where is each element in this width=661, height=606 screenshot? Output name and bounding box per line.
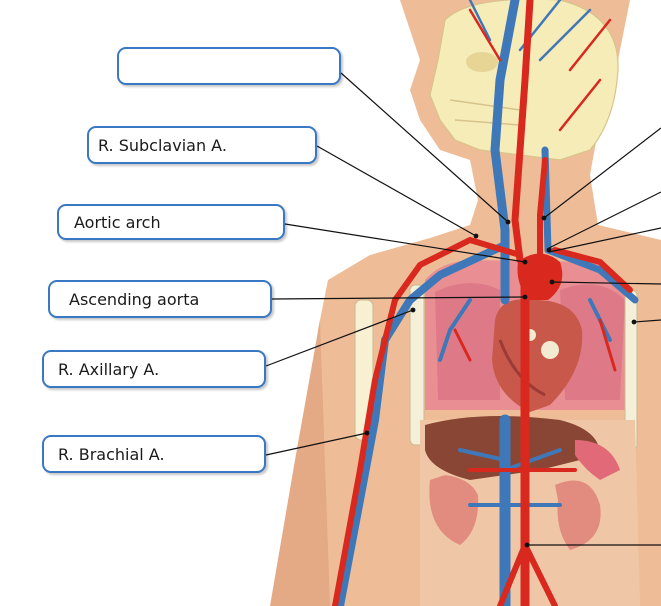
leader-line-right-2 xyxy=(548,191,661,249)
leader-line-ascending-aorta xyxy=(271,296,526,300)
leader-lines xyxy=(265,72,661,546)
arteries xyxy=(332,0,633,606)
aortic-arch-shape xyxy=(517,253,563,300)
leader-dots xyxy=(364,215,637,548)
leader-line-right-4 xyxy=(551,281,661,285)
heart-shape xyxy=(492,299,583,412)
leader-line-right-3 xyxy=(548,227,661,253)
abdomen xyxy=(420,416,640,606)
leader-line-right-5 xyxy=(633,319,661,323)
label-box-aortic-arch: Aortic arch xyxy=(57,204,285,240)
leader-line-r-axillary xyxy=(265,309,414,367)
label-box-r-subclavian: R. Subclavian A. xyxy=(87,126,317,164)
leader-line-r-subclavian xyxy=(316,145,477,237)
leader-line-aortic-arch xyxy=(284,223,526,263)
leader-line-r-brachial xyxy=(265,432,368,456)
leader-line-right-1 xyxy=(543,127,661,219)
label-box-ascending-aorta: Ascending aorta xyxy=(48,280,272,318)
label-box-r-axillary: R. Axillary A. xyxy=(42,350,266,388)
leader-line-top-blank xyxy=(340,72,509,223)
label-box-blank xyxy=(117,47,341,85)
label-box-r-brachial: R. Brachial A. xyxy=(42,435,266,473)
